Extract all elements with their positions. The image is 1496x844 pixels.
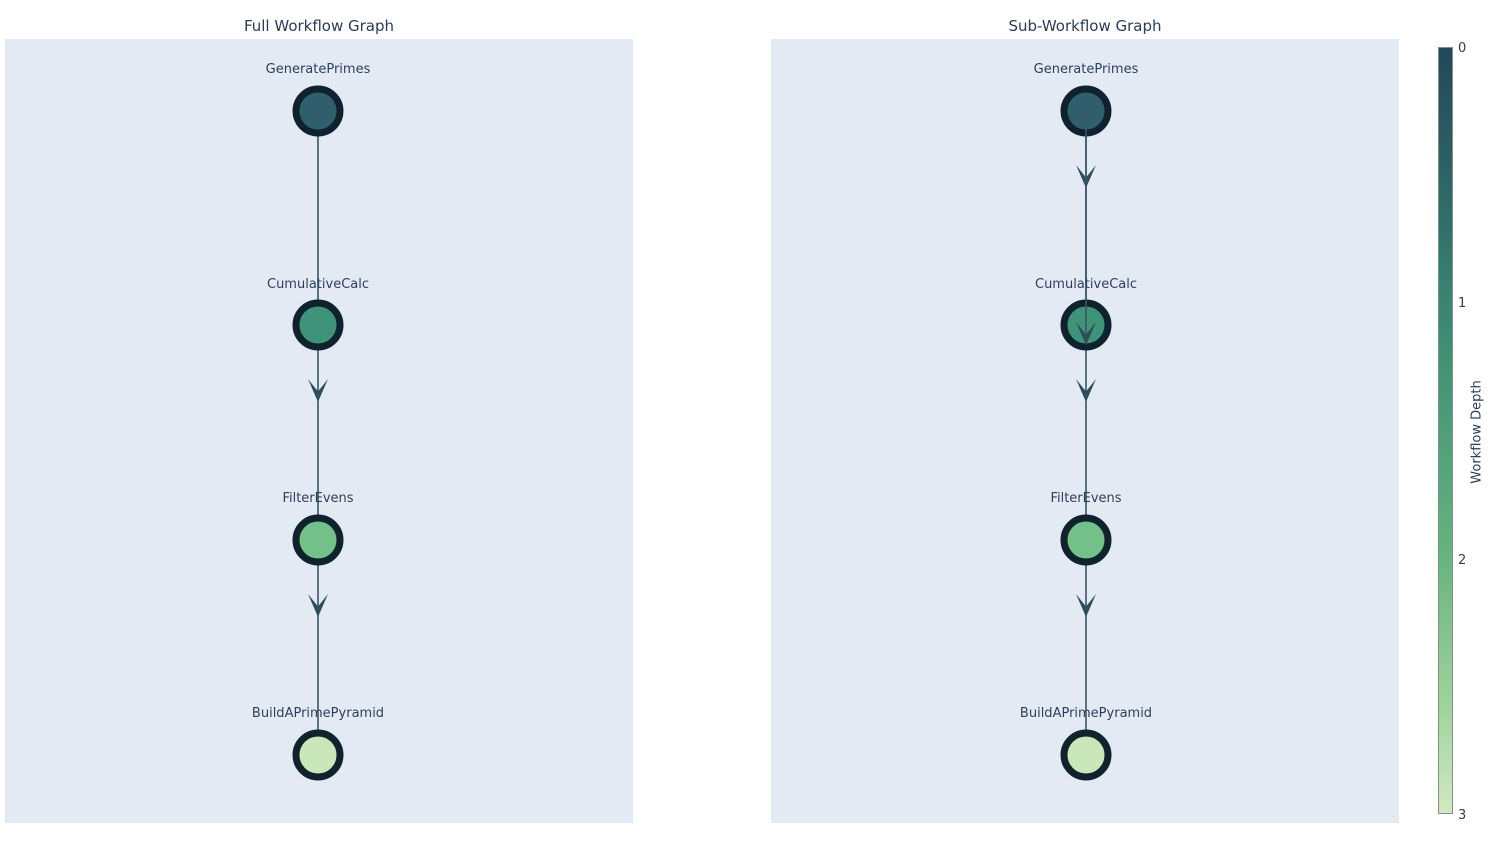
arrowhead-icon <box>308 379 328 402</box>
sub-workflow-panel: GeneratePrimes CumulativeCalc FilterEven… <box>771 39 1399 823</box>
node-generateprimes <box>292 85 344 137</box>
colorbar-tick-3: 3 <box>1458 808 1467 823</box>
node-cumulativecalc <box>292 299 344 351</box>
full-workflow-graph-svg <box>292 85 344 781</box>
sub-workflow-graph-svg <box>1060 85 1112 781</box>
arrowhead-icon <box>1076 322 1096 345</box>
arrowhead-icon <box>1076 594 1096 617</box>
node-filterevens <box>292 514 344 566</box>
node-label-filterevens: FilterEvens <box>282 491 354 506</box>
node-label-buildaprimepyramid: BuildAPrimePyramid <box>1019 706 1153 721</box>
full-workflow-title: Full Workflow Graph <box>243 17 395 35</box>
colorbar <box>1438 47 1453 814</box>
colorbar-tick-0: 0 <box>1458 41 1467 56</box>
sub-workflow-title: Sub-Workflow Graph <box>1008 17 1162 35</box>
node-filterevens <box>1060 514 1112 566</box>
arrowhead-icon <box>1076 379 1096 402</box>
node-label-buildaprimepyramid: BuildAPrimePyramid <box>251 706 385 721</box>
node-label-filterevens: FilterEvens <box>1050 491 1122 506</box>
node-label-generateprimes: GeneratePrimes <box>265 62 371 77</box>
node-buildaprimepyramid <box>292 729 344 781</box>
colorbar-tick-2: 2 <box>1458 553 1467 568</box>
node-label-generateprimes: GeneratePrimes <box>1033 62 1139 77</box>
node-label-cumulativecalc: CumulativeCalc <box>1034 277 1138 292</box>
node-label-cumulativecalc: CumulativeCalc <box>266 277 370 292</box>
arrowhead-icon <box>308 594 328 617</box>
node-buildaprimepyramid <box>1060 729 1112 781</box>
colorbar-tick-1: 1 <box>1458 296 1467 311</box>
full-workflow-panel: GeneratePrimes CumulativeCalc FilterEven… <box>5 39 633 823</box>
colorbar-axis-label: Workflow Depth <box>1469 380 1485 484</box>
